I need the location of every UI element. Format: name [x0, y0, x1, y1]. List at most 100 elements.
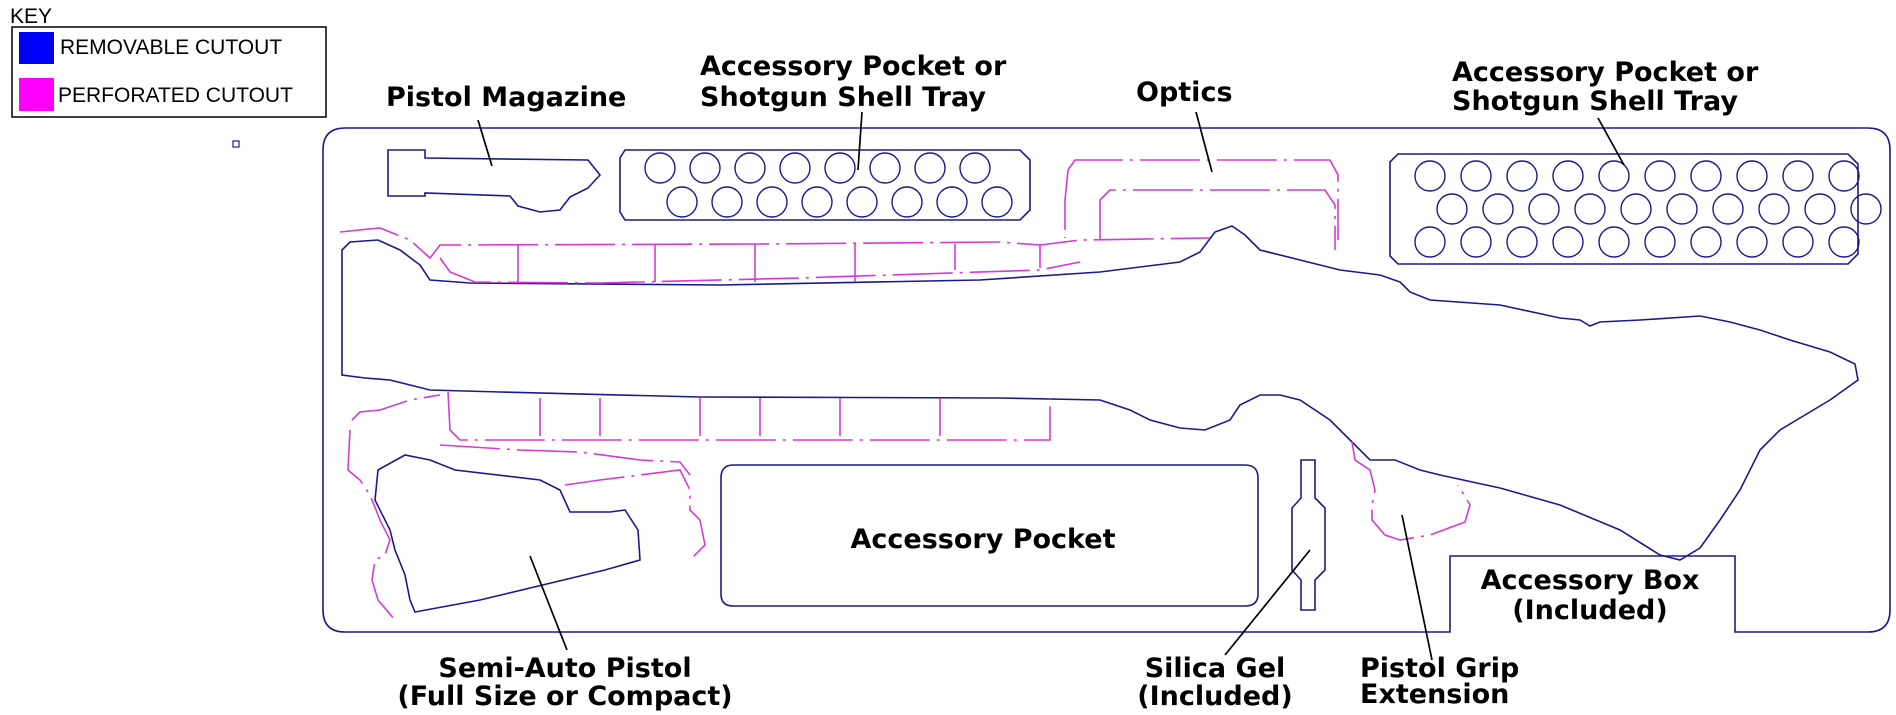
shell-hole — [1828, 160, 1860, 192]
shell-tray-right — [1389, 153, 1882, 265]
shell-hole — [756, 186, 788, 218]
callout-labels: Pistol Magazine Accessory Pocket or Shot… — [386, 51, 1759, 712]
shell-hole — [1644, 226, 1676, 258]
label-tray-left-line2: Shotgun Shell Tray — [700, 82, 986, 113]
shell-hole — [1828, 226, 1860, 258]
shell-hole — [1598, 160, 1630, 192]
optics-outer-perforation — [1067, 159, 1339, 240]
label-pistol-magazine: Pistol Magazine — [386, 82, 626, 113]
shell-hole — [891, 186, 923, 218]
lower-perforation-left — [351, 394, 441, 421]
shell-hole — [1528, 193, 1560, 225]
label-silica-line2: (Included) — [1137, 681, 1292, 712]
shell-hole — [1782, 160, 1814, 192]
key-title: KEY — [10, 5, 52, 28]
shell-hole — [801, 186, 833, 218]
shell-tray-left — [619, 149, 1031, 221]
label-accessory-pocket: Accessory Pocket — [850, 524, 1115, 555]
label-grip-line2: Extension — [1360, 679, 1509, 710]
shell-hole — [711, 186, 743, 218]
shell-hole — [936, 186, 968, 218]
shell-hole — [1690, 226, 1722, 258]
shell-hole — [666, 186, 698, 218]
pistol-magazine-cutout — [387, 149, 602, 213]
shell-hole — [1620, 193, 1652, 225]
label-tray-right-line1: Accessory Pocket or — [1452, 57, 1759, 88]
lower-perforation-line — [447, 391, 1051, 441]
shell-hole — [914, 152, 946, 184]
pistol-outline — [374, 454, 641, 613]
shell-hole — [1506, 226, 1538, 258]
shell-hole — [1552, 160, 1584, 192]
pistol-perforation-upper — [439, 444, 691, 476]
shell-hole — [689, 152, 721, 184]
shell-hole — [1598, 226, 1630, 258]
silica-gel-cutout — [1291, 459, 1326, 611]
shell-hole — [1804, 193, 1836, 225]
marker-icon — [232, 140, 240, 148]
shell-hole — [981, 186, 1013, 218]
shell-hole — [1414, 160, 1446, 192]
leader-lines — [477, 111, 1625, 661]
rifle-upper-perforations — [339, 227, 1211, 284]
label-tray-left-line1: Accessory Pocket or — [700, 51, 1007, 82]
leader-grip-extension — [1401, 514, 1433, 661]
optics-left-perforation — [1064, 169, 1069, 238]
key-box — [11, 26, 327, 118]
upper-perforation-line — [339, 227, 1211, 260]
optics-inner-perforation — [1099, 189, 1336, 250]
optics-cutout — [1064, 159, 1339, 250]
shell-hole — [869, 152, 901, 184]
label-silica-line1: Silica Gel — [1145, 653, 1286, 684]
leader-silica-gel — [1224, 549, 1311, 656]
label-pistol-line1: Semi-Auto Pistol — [438, 653, 691, 684]
shell-hole — [1552, 226, 1584, 258]
pistol-perforation-outer — [347, 429, 396, 621]
pistol-perforation-slide — [564, 469, 706, 561]
shell-hole — [1736, 226, 1768, 258]
accessory-pocket-cutout — [720, 464, 1259, 607]
lower-perforation-dividers — [539, 398, 941, 438]
shell-hole — [959, 152, 991, 184]
leader-tray-right — [1597, 117, 1625, 166]
leader-pistol — [529, 555, 568, 651]
shell-tray-left-outline — [619, 149, 1031, 221]
shell-hole — [779, 152, 811, 184]
label-accessory-box-line2: (Included) — [1512, 595, 1667, 626]
shell-hole — [824, 152, 856, 184]
label-tray-right-line2: Shotgun Shell Tray — [1452, 86, 1738, 117]
label-pistol-line2: (Full Size or Compact) — [397, 681, 732, 712]
shell-hole — [1666, 193, 1698, 225]
shell-hole — [1482, 193, 1514, 225]
shell-hole — [1782, 226, 1814, 258]
upper-perforation-line-2 — [439, 257, 1081, 284]
shell-hole — [1712, 193, 1744, 225]
shell-hole — [1414, 226, 1446, 258]
label-accessory-box-line1: Accessory Box — [1481, 565, 1700, 596]
case-outline — [322, 127, 1891, 633]
key-legend: KEY REMOVABLE CUTOUT PERFORATED CUTOUT — [10, 5, 327, 118]
rifle-lower-perforations — [351, 391, 1051, 441]
leader-optics — [1195, 111, 1213, 173]
shell-hole — [1574, 193, 1606, 225]
label-optics: Optics — [1136, 77, 1233, 108]
upper-perforation-dividers — [517, 244, 1041, 282]
shell-tray-right-outline — [1389, 153, 1859, 265]
shell-hole — [1436, 193, 1468, 225]
shell-hole — [1460, 226, 1492, 258]
perforated-swatch — [19, 78, 54, 111]
rifle-cutout — [341, 225, 1859, 561]
shell-hole — [1690, 160, 1722, 192]
shell-hole — [1758, 193, 1790, 225]
shell-hole — [734, 152, 766, 184]
shell-hole — [1506, 160, 1538, 192]
shell-hole — [1850, 193, 1882, 225]
perforated-label: PERFORATED CUTOUT — [58, 84, 293, 107]
shell-hole — [1460, 160, 1492, 192]
shell-hole — [644, 152, 676, 184]
shell-hole — [1644, 160, 1676, 192]
shell-hole — [846, 186, 878, 218]
leader-tray-left — [857, 111, 863, 171]
removable-swatch — [19, 32, 54, 64]
